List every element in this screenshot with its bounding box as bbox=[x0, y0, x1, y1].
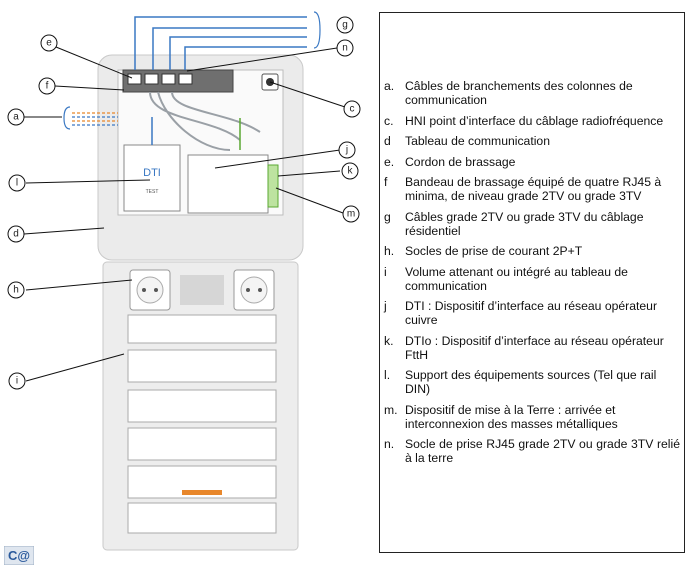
legend-text: Câbles de branchements des colonnes de c… bbox=[405, 79, 633, 107]
legend-item: h. Socles de prise de courant 2P+T bbox=[384, 244, 680, 258]
legend-item: f Bandeau de brassage équipé de quatre RJ… bbox=[384, 175, 680, 203]
legend-key: c. bbox=[384, 113, 394, 128]
callout-m: m bbox=[342, 205, 360, 223]
panel-row-1 bbox=[127, 314, 277, 344]
svg-text:m: m bbox=[347, 209, 355, 220]
svg-text:g: g bbox=[342, 20, 348, 31]
rj45-ports bbox=[127, 73, 193, 85]
dtio-module bbox=[187, 154, 269, 214]
panel-row-2 bbox=[127, 349, 277, 383]
panel-row-4 bbox=[127, 427, 277, 461]
panel-row-3 bbox=[127, 389, 277, 423]
legend-text: Support des équipements sources (Tel que… bbox=[405, 368, 657, 396]
legend-key: d bbox=[384, 134, 391, 148]
legend-item: n. Socle de prise RJ45 grade 2TV ou grad… bbox=[384, 437, 680, 465]
legend-panel: a. Câbles de branchements des colonnes de… bbox=[379, 12, 685, 553]
legend-key: e. bbox=[384, 154, 395, 169]
callout-i: i bbox=[8, 372, 26, 390]
legend-text: Câbles grade 2TV ou grade 3TV du câblage… bbox=[405, 209, 644, 238]
svg-text:c: c bbox=[350, 104, 355, 115]
svg-text:f: f bbox=[46, 81, 49, 92]
callout-f: f bbox=[38, 77, 56, 95]
svg-text:e: e bbox=[46, 38, 52, 49]
legend-item: l. Support des équipements sources (Tel q… bbox=[384, 368, 680, 396]
panel-row-6 bbox=[127, 502, 277, 534]
legend-text: Bandeau de brassage équipé de quatre RJ4… bbox=[405, 175, 662, 203]
legend-item: e. Cordon de brassage bbox=[384, 155, 680, 169]
bracket-g bbox=[313, 11, 321, 49]
bracket-a bbox=[63, 106, 71, 130]
legend-list: a. Câbles de branchements des colonnes de… bbox=[384, 79, 680, 472]
legend-key: j bbox=[384, 299, 387, 313]
legend-key: i bbox=[384, 264, 387, 279]
legend-text: Tableau de communication bbox=[405, 134, 550, 148]
earth-bar bbox=[267, 164, 279, 208]
legend-key: n. bbox=[384, 437, 395, 451]
legend-item: c. HNI point d’interface du câblage radio… bbox=[384, 114, 680, 128]
legend-item: a. Câbles de branchements des colonnes de… bbox=[384, 79, 680, 107]
legend-text: Socle de prise RJ45 grade 2TV ou grade 3… bbox=[405, 437, 680, 465]
legend-text: Volume attenant ou intégré au tableau de… bbox=[405, 264, 628, 293]
callout-g: g bbox=[336, 16, 354, 34]
svg-text:n: n bbox=[342, 43, 348, 54]
callout-a: a bbox=[7, 108, 25, 126]
callout-l: l bbox=[8, 174, 26, 192]
callout-c: c bbox=[343, 100, 361, 118]
svg-text:d: d bbox=[13, 229, 19, 240]
legend-key: k. bbox=[384, 333, 394, 348]
legend-key: l. bbox=[384, 368, 391, 382]
cables-g bbox=[134, 16, 307, 70]
legend-text: Socles de prise de courant 2P+T bbox=[405, 244, 583, 258]
legend-text: HNI point d’interface du câblage radiofr… bbox=[405, 113, 664, 128]
svg-text:h: h bbox=[13, 285, 19, 296]
callout-d: d bbox=[7, 225, 25, 243]
callout-n: n bbox=[336, 39, 354, 57]
dti-test-label: TEST bbox=[146, 189, 159, 195]
legend-key: m. bbox=[384, 402, 398, 417]
svg-text:a: a bbox=[13, 112, 19, 123]
dti-label: DTI bbox=[143, 167, 161, 179]
legend-text: DTIo : Dispositif d’interface au réseau … bbox=[405, 333, 664, 362]
svg-text:j: j bbox=[345, 145, 348, 156]
legend-text: DTI : Dispositif d’interface au réseau o… bbox=[405, 299, 657, 327]
callout-h: h bbox=[7, 281, 25, 299]
legend-key: g bbox=[384, 209, 391, 224]
site-logo: C@ bbox=[4, 546, 34, 565]
legend-text: Dispositif de mise à la Terre : arrivée … bbox=[405, 402, 618, 431]
legend-item: k. DTIo : Dispositif d’interface au résea… bbox=[384, 334, 680, 362]
svg-text:l: l bbox=[16, 178, 18, 189]
callout-k: k bbox=[341, 162, 359, 180]
legend-key: h. bbox=[384, 244, 395, 258]
patch-cords bbox=[149, 91, 261, 151]
legend-key: f bbox=[384, 175, 388, 189]
callout-e: e bbox=[40, 34, 58, 52]
legend-item: d Tableau de communication bbox=[384, 134, 680, 148]
legend-text: Cordon de brassage bbox=[405, 154, 516, 169]
legend-item: m. Dispositif de mise à la Terre : arrivé… bbox=[384, 403, 680, 431]
svg-text:i: i bbox=[16, 376, 18, 387]
legend-item: g Câbles grade 2TV ou grade 3TV du câblag… bbox=[384, 210, 680, 238]
legend-key: a. bbox=[384, 79, 395, 93]
callout-j: j bbox=[338, 141, 356, 159]
dti-module bbox=[123, 144, 181, 212]
logo-text: C@ bbox=[8, 548, 30, 563]
svg-text:k: k bbox=[348, 166, 354, 177]
diagram: DTI TEST g e n f a bbox=[7, 11, 361, 551]
legend-item: j DTI : Dispositif d’interface au réseau … bbox=[384, 299, 680, 327]
legend-item: i Volume attenant ou intégré au tableau d… bbox=[384, 265, 680, 293]
